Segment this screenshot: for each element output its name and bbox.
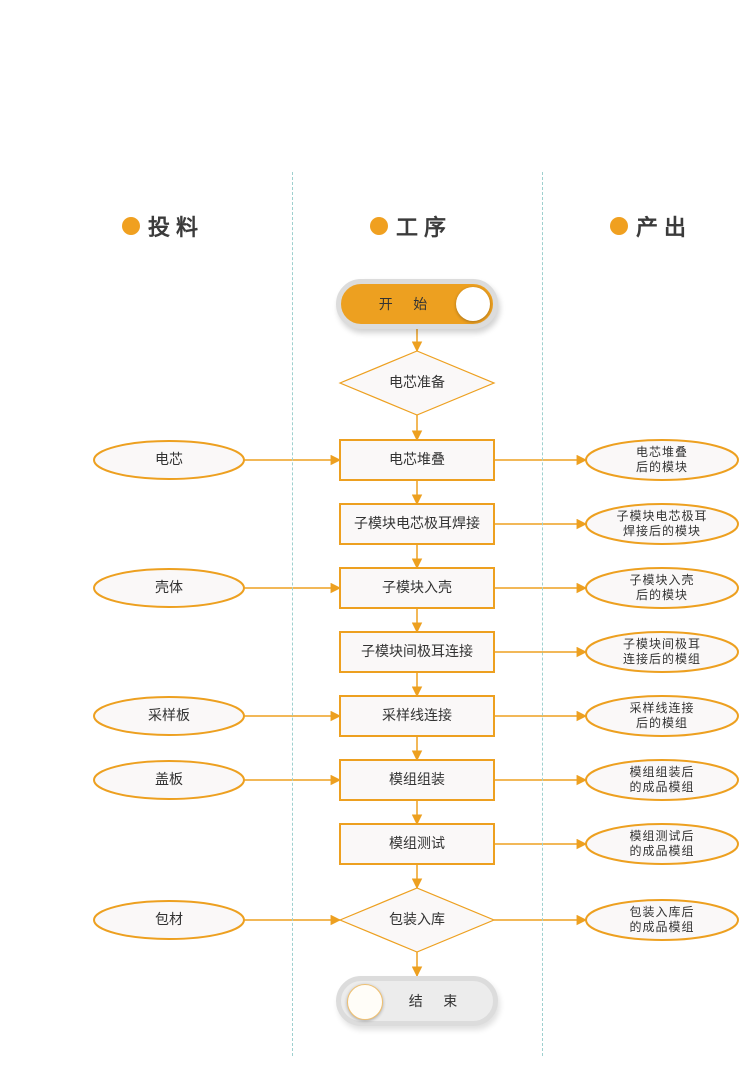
process-step-label-line: 电芯准备 <box>389 375 445 391</box>
bullet-dot-icon <box>610 217 628 235</box>
input-material-label-line: 电芯 <box>155 452 183 468</box>
output-product-label-line: 的成品模组 <box>629 780 695 794</box>
process-step-label: 模组组装 <box>340 760 494 800</box>
output-product-label-line: 后的模块 <box>635 460 688 474</box>
process-node <box>339 823 495 865</box>
output-product-label: 子模块入壳后的模块 <box>586 568 738 608</box>
output-product-label-line: 包装入库后 <box>629 905 695 919</box>
output-product-label: 模组组装后的成品模组 <box>586 760 738 800</box>
input-material-label: 盖板 <box>94 761 244 799</box>
column-header-input: 投料 <box>122 210 204 242</box>
input-material-label: 壳体 <box>94 569 244 607</box>
process-step-label-line: 包装入库 <box>389 912 445 928</box>
toggle-knob-icon <box>456 287 490 321</box>
input-material-label-line: 包材 <box>155 912 183 928</box>
output-product-label-line: 子模块入壳 <box>629 573 695 587</box>
process-step-label: 电芯堆叠 <box>340 440 494 480</box>
output-product-label-line: 的成品模组 <box>629 844 695 858</box>
process-step-label: 子模块电芯极耳焊接 <box>340 504 494 544</box>
start-label: 开 始 <box>378 297 436 313</box>
output-product-label: 采样线连接后的模组 <box>586 696 738 736</box>
output-product-label-line: 子模块电芯极耳 <box>616 509 708 523</box>
process-step-label-line: 模组组装 <box>389 772 445 788</box>
process-step-label-line: 模组测试 <box>389 836 445 852</box>
end-label: 结 束 <box>408 994 466 1010</box>
process-step-label-line: 子模块入壳 <box>382 580 452 596</box>
process-step-label-line: 电芯堆叠 <box>389 452 445 468</box>
process-step-label: 子模块间极耳连接 <box>340 632 494 672</box>
output-product-label-line: 连接后的模组 <box>622 652 701 666</box>
process-step-label: 电芯准备 <box>340 351 494 415</box>
input-material-label: 采样板 <box>94 697 244 735</box>
column-header-process: 工序 <box>370 210 452 242</box>
output-product-label-line: 电芯堆叠 <box>635 445 688 459</box>
column-header-output-label: 产出 <box>636 216 693 241</box>
end-terminal: 结 束 <box>336 976 498 1026</box>
output-product-label-line: 模组组装后 <box>629 765 695 779</box>
process-step-label-line: 子模块间极耳连接 <box>361 644 473 660</box>
output-product-label: 包装入库后的成品模组 <box>586 900 738 940</box>
process-step-label: 模组测试 <box>340 824 494 864</box>
bullet-dot-icon <box>370 217 388 235</box>
process-step-label: 采样线连接 <box>340 696 494 736</box>
process-step-label-line: 采样线连接 <box>382 708 452 724</box>
input-material-label: 电芯 <box>94 441 244 479</box>
output-product-label-line: 模组测试后 <box>629 829 695 843</box>
output-product-label-line: 采样线连接 <box>629 701 695 715</box>
output-product-label: 电芯堆叠后的模块 <box>586 440 738 480</box>
start-terminal: 开 始 <box>336 279 498 329</box>
output-product-label: 子模块间极耳连接后的模组 <box>586 632 738 672</box>
output-product-label-line: 子模块间极耳 <box>622 637 701 651</box>
input-material-label: 包材 <box>94 901 244 939</box>
input-material-label-line: 盖板 <box>155 772 183 788</box>
process-node <box>339 439 495 481</box>
output-product-label-line: 的成品模组 <box>629 920 695 934</box>
input-material-label-line: 采样板 <box>148 708 190 724</box>
column-header-process-label: 工序 <box>396 216 453 241</box>
toggle-knob-icon <box>347 984 383 1020</box>
input-material-label-line: 壳体 <box>155 580 183 596</box>
process-node <box>339 759 495 801</box>
lane-divider-left <box>292 172 293 1056</box>
process-step-label-line: 子模块电芯极耳焊接 <box>354 516 480 532</box>
lane-divider-right <box>542 172 543 1056</box>
output-product-label: 子模块电芯极耳焊接后的模块 <box>586 504 738 544</box>
process-step-label: 包装入库 <box>340 888 494 952</box>
output-product-label-line: 后的模块 <box>635 588 688 602</box>
column-header-input-label: 投料 <box>148 216 205 241</box>
decision-node <box>338 350 496 416</box>
bullet-dot-icon <box>122 217 140 235</box>
output-product-label-line: 后的模组 <box>635 716 688 730</box>
process-step-label: 子模块入壳 <box>340 568 494 608</box>
output-product-label: 模组测试后的成品模组 <box>586 824 738 864</box>
column-header-output: 产出 <box>610 210 692 242</box>
output-product-label-line: 焊接后的模块 <box>622 524 701 538</box>
